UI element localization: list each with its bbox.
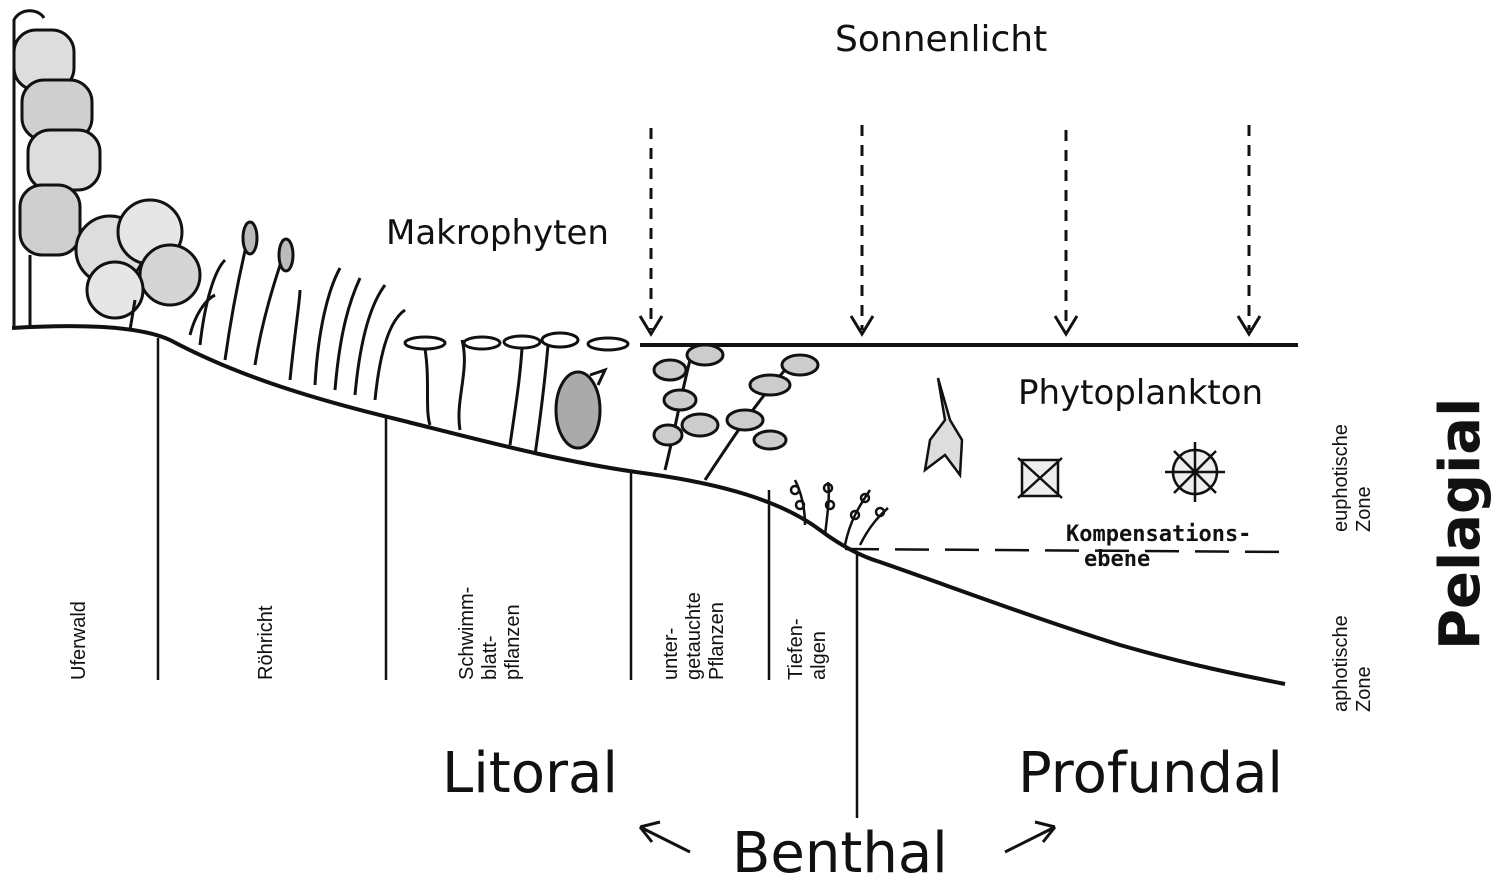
zone-label-roehricht: Röhricht	[255, 606, 278, 680]
riparian-trees-illustration	[14, 11, 200, 330]
macrophytes-label: Makrophyten	[386, 216, 609, 250]
zone-label-tiefenalgen: Tiefen- algen	[785, 618, 831, 680]
benthal-label: Benthal	[732, 826, 948, 882]
litoral-label: Litoral	[442, 746, 618, 802]
profundal-label: Profundal	[1018, 746, 1283, 802]
phytoplankton-label: Phytoplankton	[1018, 376, 1263, 410]
aphotic-zone-label: aphotische Zone	[1330, 615, 1376, 712]
submerged-plants-illustration	[654, 345, 818, 480]
sunlight-arrow	[1055, 130, 1077, 334]
zone-label-schwimmblatt: Schwimm- blatt- pflanzen	[456, 587, 525, 680]
pelagial-label: Pelagial	[1428, 398, 1493, 650]
sunlight-arrow	[851, 125, 873, 334]
reed-illustration	[190, 222, 405, 400]
sunlight-arrow	[640, 128, 662, 334]
floating-leaf-plants-illustration	[405, 333, 628, 455]
compensation-label-line2: ebene	[1084, 547, 1251, 572]
zone-label-uferwald: Uferwald	[68, 601, 91, 680]
sunlight-arrow	[1238, 125, 1260, 334]
sunlight-arrows	[640, 125, 1260, 334]
sunlight-label: Sonnenlicht	[835, 22, 1047, 58]
zone-label-untergetaucht: unter- getauchte Pflanzen	[660, 592, 729, 680]
euphotic-zone-label: euphotische Zone	[1330, 424, 1376, 532]
deep-algae-illustration	[791, 480, 888, 545]
compensation-label-line1: Kompensations-	[1066, 522, 1251, 547]
arrow-to-profundal	[1005, 822, 1055, 852]
compensation-level-label: Kompensations- ebene	[1066, 522, 1251, 573]
arrow-to-litoral	[640, 822, 690, 852]
